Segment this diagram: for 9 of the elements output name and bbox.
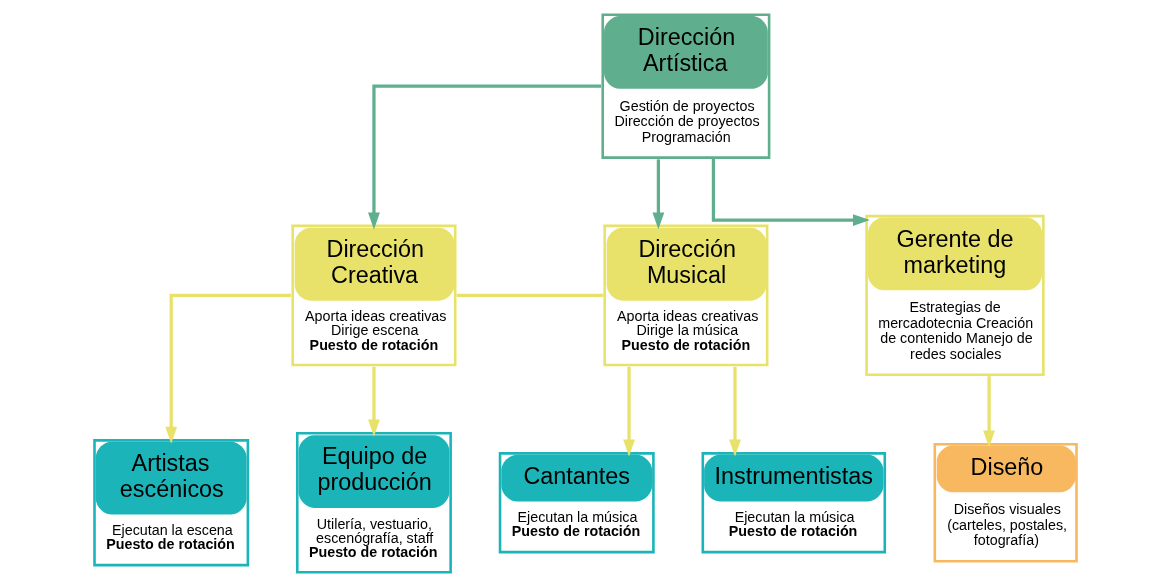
arrow bbox=[982, 376, 995, 448]
connector bbox=[456, 293, 603, 298]
arrow bbox=[711, 159, 870, 226]
arrow bbox=[651, 159, 664, 230]
arrow bbox=[622, 366, 635, 457]
arrow bbox=[728, 366, 741, 457]
arrow bbox=[367, 84, 601, 230]
arrow bbox=[164, 293, 291, 444]
arrow bbox=[367, 366, 380, 437]
